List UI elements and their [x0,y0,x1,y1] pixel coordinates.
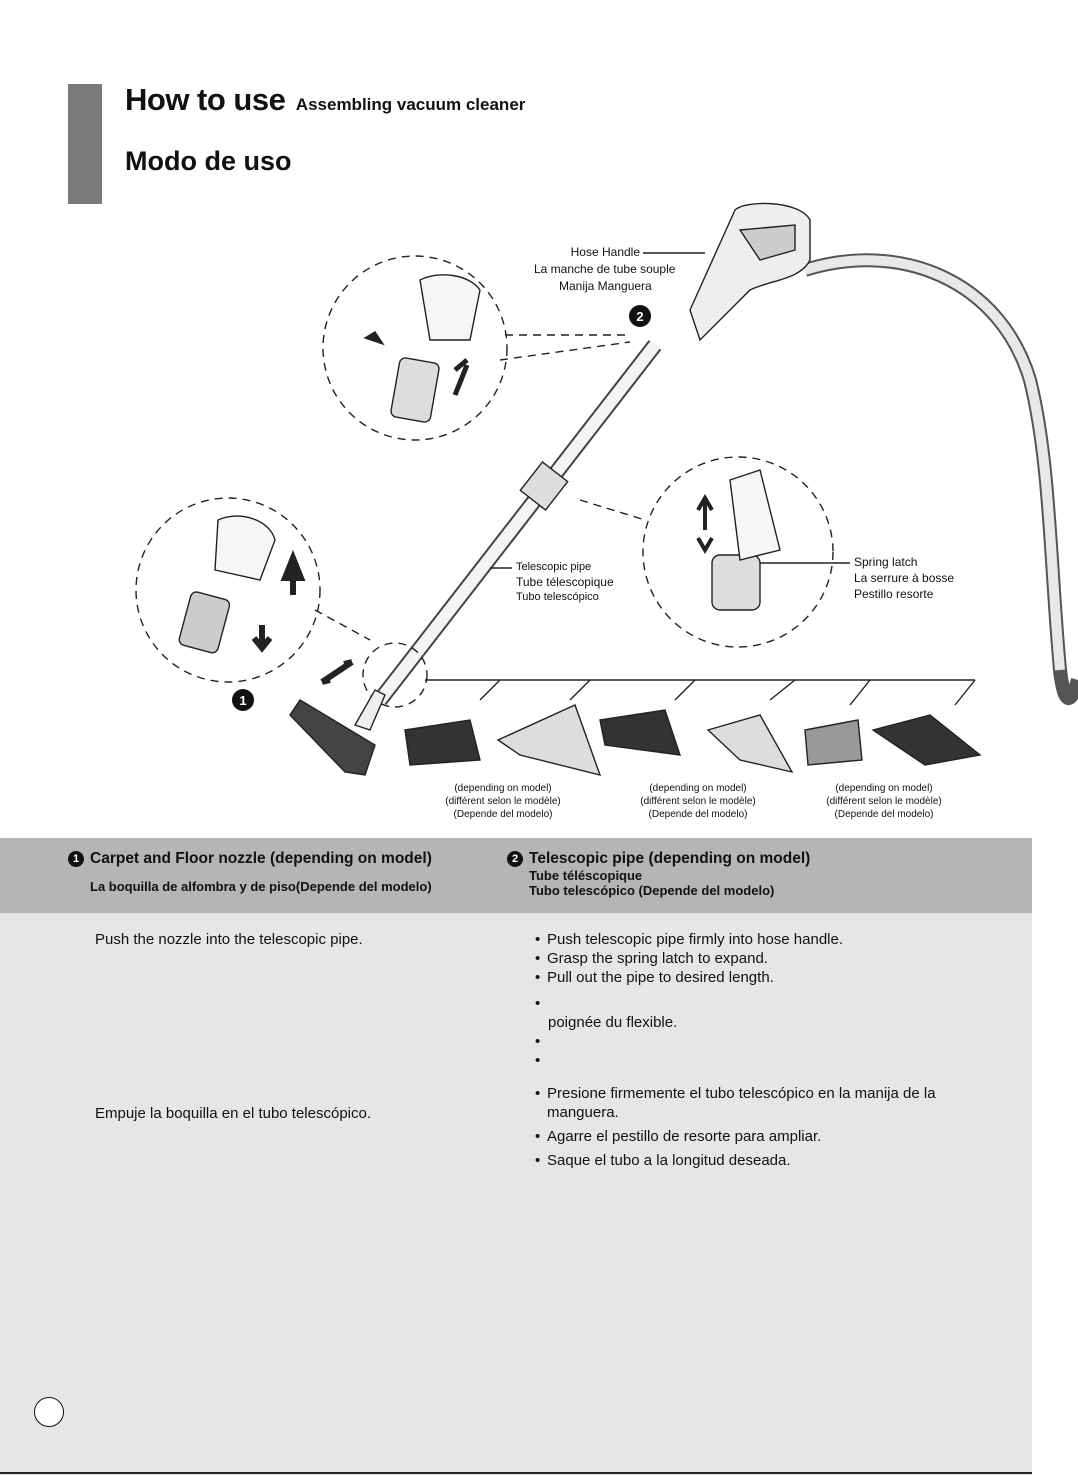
instructions-panel [0,913,1032,1475]
bullet: Grasp the spring latch to expand. [535,949,975,968]
section1-heading: 1 Carpet and Floor nozzle (depending on m… [68,850,432,894]
floor-nozzle-main [289,699,376,776]
section-tab [68,84,102,204]
section2-heading-es: Tubo telescópico (Depende del modelo) [529,883,775,898]
section2-bullets-en: Push telescopic pipe firmly into hose ha… [535,930,975,987]
telescopic-pipe-en: Telescopic pipe [516,561,592,573]
hose [802,253,1078,705]
page-title: How to use Assembling vacuum cleaner [125,82,525,118]
bullet: Push telescopic pipe firmly into hose ha… [535,930,975,949]
callout-step2 [322,255,508,441]
spring-latch-es: Pestillo resorte [854,587,934,601]
hose-handle-label: Hose Handle [520,244,640,261]
model-note-3: (depending on model)(différent selon le … [826,783,942,820]
telescopic-pipe-es: Tubo telescópico [516,591,599,603]
assembly-illustration: 2 1 [135,202,1078,776]
model-note-2: (depending on model)(différent selon le … [640,783,756,820]
section2-badge: 2 [507,851,523,867]
bullet: Agarre el pestillo de resorte para ampli… [535,1127,975,1146]
hose-handle-en: Hose Handle [570,245,640,259]
hose-handle-es: Manija Manguera [559,279,652,293]
step1-badge: 1 [239,693,246,708]
page-title-es: Modo de uso [125,146,292,176]
section2-bullets-es: Presione firmemente el tubo telescópico … [535,1084,975,1170]
section1-heading-en: Carpet and Floor nozzle (depending on mo… [90,850,432,867]
callout-spring-latch [642,456,834,648]
section1-text-es: Empuje la boquilla en el tubo telescópic… [95,1105,372,1122]
section1-badge: 1 [68,851,84,867]
hose-handle-shape [689,202,811,342]
fr-bullet-marker-1: • [535,995,541,1012]
fr-bullet-marker-2: • [535,1033,541,1050]
bottom-rule [0,1472,1032,1474]
section-heading-band [0,838,1032,913]
spring-latch-en: Spring latch [854,555,918,569]
bullet: Pull out the pipe to desired length. [535,968,975,987]
model-note-1: (depending on model)(différent selon le … [445,783,561,820]
assembly-diagram: 2 1 Hose Handle La manche de tube souple… [0,200,1078,830]
section2-heading-fr: Tube téléscopique [529,868,643,883]
step2-badge: 2 [636,309,643,324]
telescopic-pipe-fr: Tube télescopique [516,575,614,589]
section2-heading-en: Telescopic pipe (depending on model) [529,850,811,867]
bullet: Presione firmemente el tubo telescópico … [535,1084,975,1122]
section1-text-en: Push the nozzle into the telescopic pipe… [95,931,363,948]
callout-step1 [135,497,321,683]
fr-bullet-marker-3: • [535,1052,541,1069]
section1-heading-es: La boquilla de alfombra y de piso(Depend… [90,879,432,894]
section2-fr-fragment: poignée du flexible. [548,1014,678,1031]
title-main: How to use [125,82,286,117]
page-number-circle [34,1397,64,1427]
bullet: Saque el tubo a la longitud deseada. [535,1151,975,1170]
spring-latch-fr: La serrure à bosse [854,571,955,585]
title-subtitle: Assembling vacuum cleaner [295,95,526,114]
hose-handle-fr: La manche de tube souple [534,262,676,276]
section2-heading: 2 Telescopic pipe (depending on model) Tu… [507,850,810,898]
